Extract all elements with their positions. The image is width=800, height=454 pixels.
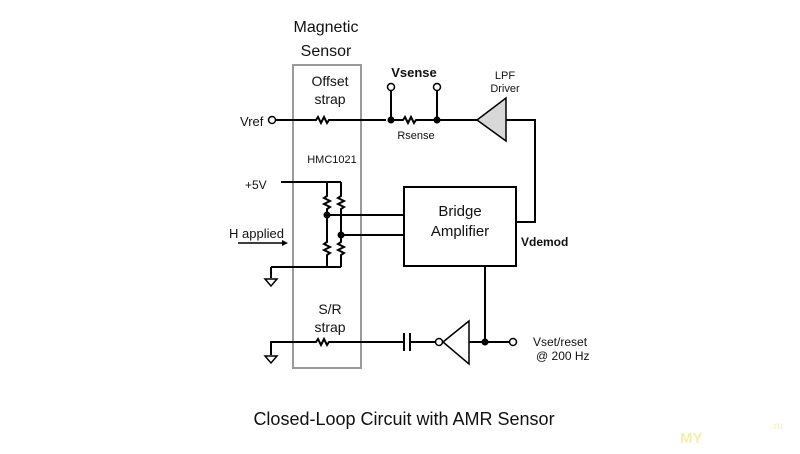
junction-dot: [481, 338, 489, 346]
rsense-label: Rsense: [397, 130, 434, 142]
vset-label-line1: Vset/reset: [533, 335, 588, 349]
watermark-left: MY: [680, 430, 703, 447]
inverter-bubble: [434, 337, 444, 347]
sensor-title-line2: Sensor: [301, 43, 352, 60]
h-applied-label: H applied: [229, 226, 284, 241]
rsense-resistor: [391, 114, 437, 126]
vref-label: Vref: [240, 114, 264, 129]
sr-strap-line2: strap: [314, 319, 345, 335]
bridge-leg-right: [335, 182, 347, 267]
vset-terminal: [508, 337, 518, 347]
magnetic-sensor-box: [292, 64, 362, 369]
capacitor: [403, 333, 411, 351]
offset-strap-resistor: [276, 114, 386, 126]
vsense-terminal-right: [432, 82, 442, 92]
sensor-title-line1: Magnetic: [294, 19, 359, 36]
arrow-head-icon: [282, 240, 288, 246]
bridge-label-line2: Amplifier: [431, 223, 489, 240]
vref-terminal: [267, 115, 277, 125]
plus5v-label: +5V: [245, 178, 267, 192]
bridge-leg-left: [321, 182, 333, 267]
vset-label-line2: @ 200 Hz: [536, 349, 590, 363]
vdemod-label: Vdemod: [521, 235, 568, 249]
vsense-terminal-left: [386, 82, 396, 92]
ground-icon: [263, 278, 279, 288]
lpf-label-line1: LPF: [495, 70, 515, 82]
sr-strap-resistor: [270, 336, 404, 355]
lpf-driver-amplifier: [475, 96, 507, 143]
ground-icon: [263, 355, 279, 365]
bridge-amplifier-block: [403, 186, 517, 267]
offset-strap-line2: strap: [314, 91, 345, 107]
vdemod-feedback-wire: [506, 119, 536, 223]
chip-label: HMC1021: [307, 154, 357, 166]
sr-strap-line1: S/R: [318, 301, 341, 317]
inverter-driver: [441, 319, 470, 366]
offset-strap-line1: Offset: [311, 73, 348, 89]
diagram-caption: Closed-Loop Circuit with AMR Sensor: [253, 409, 554, 429]
lpf-label-line2: Driver: [490, 83, 520, 95]
vsense-label: Vsense: [391, 65, 437, 80]
bridge-label-line1: Bridge: [438, 203, 481, 220]
watermark-right: .ru: [771, 421, 783, 432]
